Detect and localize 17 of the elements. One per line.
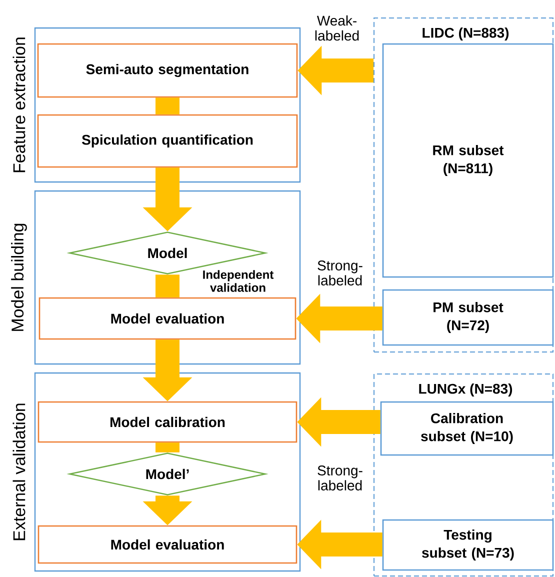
panel-title: LIDC (N=883): [422, 27, 509, 41]
dataset-box: RM subset (N=811): [382, 43, 554, 278]
panel-title: Model building: [11, 224, 27, 331]
process-box: Model evaluation: [38, 525, 298, 564]
panel-title: LUNGx (N=83): [419, 383, 512, 397]
dataset-box: Calibration subset (N=10): [380, 401, 554, 456]
process-box: Model evaluation: [38, 297, 296, 340]
edge-label: Strong-labeled: [318, 260, 362, 286]
panel-title: Feature extraction: [12, 38, 26, 172]
process-box: Semi-auto segmentation: [37, 43, 298, 98]
panel-title: External validation: [12, 404, 26, 540]
edge-label: Weak-labeled: [315, 15, 359, 41]
dataset-box: PM subset (N=72): [382, 289, 554, 346]
note-label: Strong-labeled: [318, 466, 362, 490]
process-box: Spiculation quantification: [37, 114, 298, 168]
process-box: Model calibration: [38, 401, 298, 443]
dataset-box: Testing subset (N=73): [382, 519, 554, 571]
